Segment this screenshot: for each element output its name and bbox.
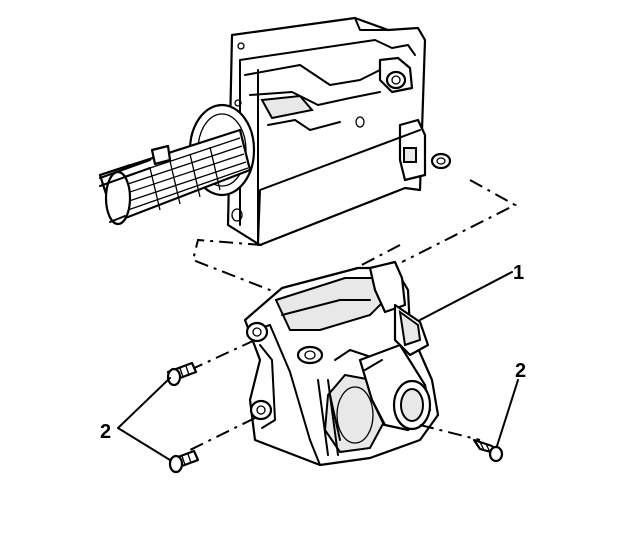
callout-1-label: 1 (513, 262, 524, 284)
screw-right (419, 424, 504, 463)
screw-lower-left (168, 417, 256, 474)
callout-2-right-label: 2 (515, 360, 526, 382)
callout-2-right: 2 (496, 360, 526, 447)
callout-1: 1 (419, 262, 524, 321)
callout-2-left-label: 2 (100, 421, 111, 443)
splined-shaft (98, 103, 256, 226)
screw-upper-left (166, 339, 256, 387)
lower-housing (243, 260, 440, 467)
upper-housing (226, 16, 452, 247)
alignment-guide (191, 179, 518, 293)
callout-2-left: 2 (100, 377, 171, 461)
